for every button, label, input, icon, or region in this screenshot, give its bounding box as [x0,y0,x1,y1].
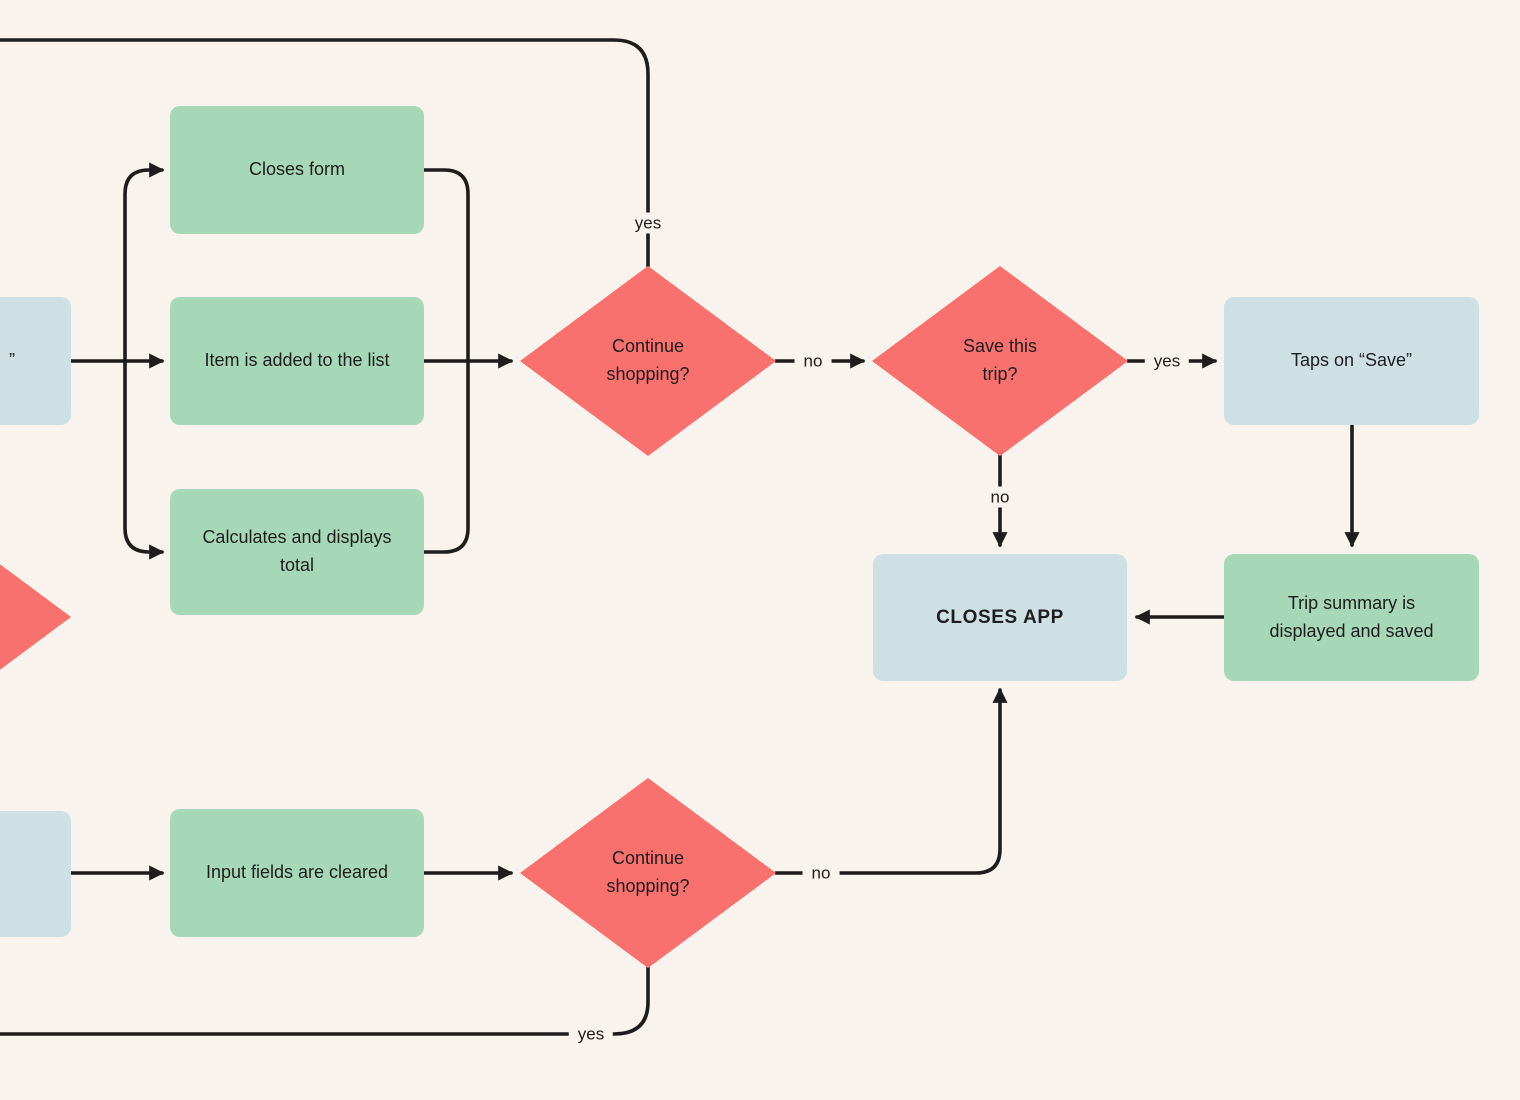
edge-no-bottom-to-closes-app [774,687,1008,875]
edge-label-no-to-save: no [794,350,832,372]
node-label: Taps on “Save” [1290,350,1413,371]
node-label: Input fields are cleared [205,862,389,883]
node-item-added: Item is added to the list [170,297,424,425]
node-taps-on-save: Taps on “Save” [1224,297,1479,425]
node-label: CLOSES APP [936,606,1064,628]
node-label: Continue shopping? [606,336,690,384]
edge-branch-to-calculates [123,359,165,560]
node-label: Item is added to the list [204,350,390,371]
node-label: Save this trip? [962,336,1038,384]
node-left-source-bottom-partial [0,811,71,937]
node-trip-summary: Trip summary is displayed and saved [1224,554,1479,681]
node-left-source-partial: ” [0,297,71,425]
decision-save-this-trip: Save this trip? [872,266,1128,456]
node-label: Closes form [248,159,346,180]
edge-label-yes-bottom: yes [568,1023,614,1045]
node-closes-app: CLOSES APP [873,554,1127,681]
decision-continue-shopping-bottom: Continue shopping? [520,778,776,968]
edge-label-no-to-closes: no [981,486,1019,508]
edge-calculates-join [422,359,470,554]
decision-left-partial [0,522,71,712]
edge-branch-to-closes-form [123,162,165,363]
edge-label-no-bottom: no [802,862,840,884]
node-label: Calculates and displays total [202,527,392,575]
node-label: ” [9,350,15,371]
edge-yes-loop-bottom [0,966,650,1036]
edge-label-yes-top: yes [625,212,671,234]
edge-closes-form-join [422,168,470,363]
node-label: Continue shopping? [606,848,690,896]
decision-continue-shopping-top: Continue shopping? [520,266,776,456]
node-calculates-total: Calculates and displays total [170,489,424,615]
node-input-fields-cleared: Input fields are cleared [170,809,424,937]
node-closes-form: Closes form [170,106,424,234]
edge-label-yes-to-taps: yes [1144,350,1190,372]
node-label: Trip summary is displayed and saved [1269,592,1434,641]
